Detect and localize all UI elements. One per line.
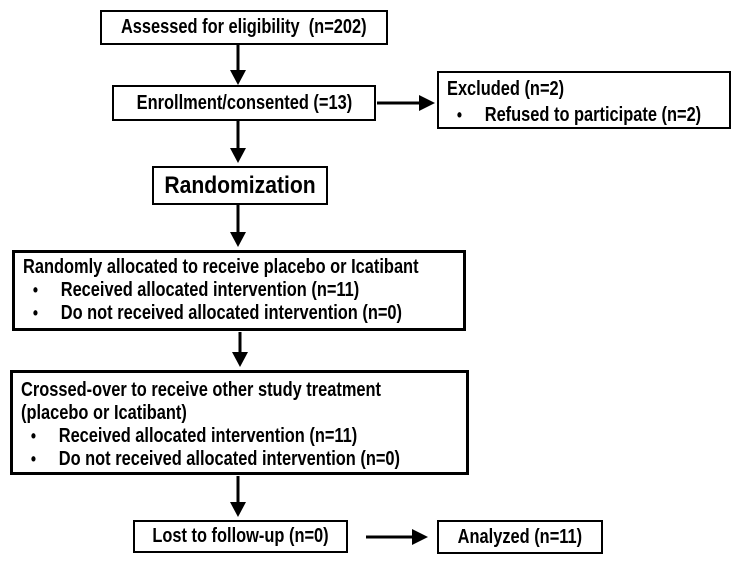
excluded-title: Excluded (n=2) <box>447 78 565 100</box>
excluded-bullet-item: • Refused to participate (n=2) <box>447 102 701 128</box>
crossover-bullet-text: Received allocated intervention (n=11) <box>58 425 358 447</box>
bullet-dot: • <box>30 449 37 469</box>
assessed-box: Assessed for eligibility (n=202) <box>100 10 388 45</box>
arrow-allocation-to-crossover <box>232 332 248 367</box>
arrow-enrollment-to-randomization <box>230 121 246 163</box>
crossover-bullet-item: • Received allocated intervention (n=11) <box>21 425 381 448</box>
assessed-label: Assessed for eligibility (n=202) <box>121 16 367 38</box>
analyzed-box: Analyzed (n=11) <box>437 520 603 554</box>
crossover-title-line: Crossed-over to receive other study trea… <box>21 379 382 401</box>
allocation-title: Randomly allocated to receive placebo or… <box>23 256 419 278</box>
arrow-lost-to-analyzed <box>366 529 428 545</box>
analyzed-label: Analyzed (n=11) <box>457 525 583 548</box>
randomization-label: Randomization <box>164 171 316 199</box>
randomization-box: Randomization <box>152 166 328 205</box>
allocation-box: Randomly allocated to receive placebo or… <box>12 250 466 331</box>
excluded-box: Excluded (n=2) • Refused to participate … <box>437 71 731 129</box>
arrow-crossover-to-lost <box>230 476 246 517</box>
bullet-dot: • <box>32 280 39 300</box>
crossover-bullet-item: • Do not received allocated intervention… <box>21 448 400 471</box>
bullet-dot: • <box>32 303 39 323</box>
allocation-bullet-text: Do not received allocated intervention (… <box>60 302 403 324</box>
crossover-bullet-text: Do not received allocated intervention (… <box>58 448 401 470</box>
crossover-box: Crossed-over to receive other study trea… <box>10 370 469 475</box>
excluded-bullet-text: Refused to participate (n=2) <box>484 104 702 126</box>
allocation-bullet-text: Received allocated intervention (n=11) <box>60 279 360 301</box>
lost-to-follow-up-label: Lost to follow-up (n=0) <box>152 525 329 547</box>
enrollment-box: Enrollment/consented (=13) <box>112 85 376 121</box>
crossover-title-line: (placebo or Icatibant) <box>21 402 187 424</box>
bullet-dot: • <box>30 426 37 446</box>
arrow-assessed-to-enrollment <box>230 45 246 85</box>
allocation-bullet-item: • Do not received allocated intervention… <box>23 302 402 325</box>
bullet-dot: • <box>456 105 463 125</box>
lost-to-follow-up-box: Lost to follow-up (n=0) <box>133 520 348 553</box>
arrow-enrollment-to-excluded <box>377 95 435 111</box>
allocation-bullet-item: • Received allocated intervention (n=11) <box>23 279 379 302</box>
enrollment-label: Enrollment/consented (=13) <box>136 91 352 114</box>
arrow-randomization-to-allocation <box>230 205 246 247</box>
